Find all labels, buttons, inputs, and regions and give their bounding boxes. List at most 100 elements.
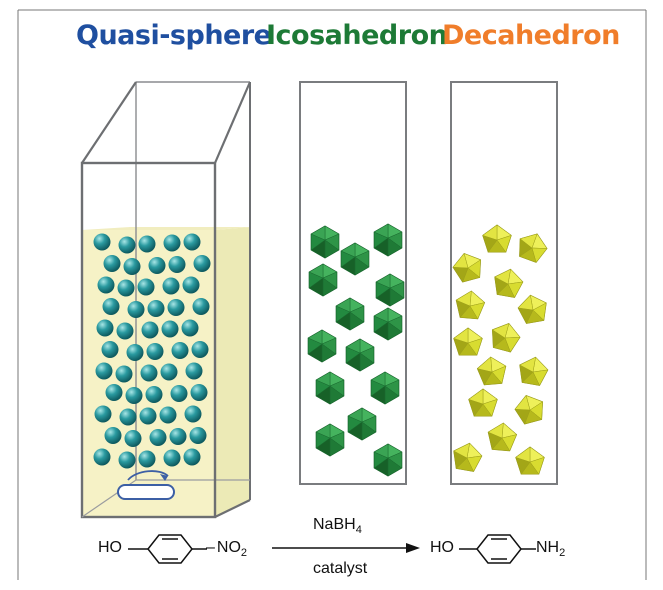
sphere-particle: [127, 301, 145, 318]
sphere-particle: [168, 256, 186, 273]
icosahedron-particles: [307, 223, 405, 477]
sphere-particle: [97, 276, 115, 294]
decahedron-particle: [487, 422, 518, 452]
sphere-particle: [103, 255, 121, 272]
icosahedron-particle: [375, 273, 405, 307]
icosahedron-particle: [345, 338, 375, 372]
sphere-particle: [115, 365, 133, 383]
decahedron-particle: [455, 290, 486, 320]
decahedron-particle: [491, 322, 521, 353]
sphere-particle: [96, 319, 114, 337]
icosahedron-particle: [308, 263, 338, 297]
sphere-particle: [146, 343, 164, 360]
sphere-particle: [193, 255, 211, 272]
sphere-particle: [160, 363, 178, 381]
sphere-particle: [139, 407, 157, 425]
sphere-particle: [163, 234, 181, 252]
decahedron-particle: [519, 233, 548, 263]
sphere-particle: [138, 450, 156, 468]
decahedron-particle: [494, 268, 524, 299]
sphere-particle: [167, 299, 185, 316]
reagent-subscript: 4: [355, 524, 362, 537]
sphere-particle: [94, 405, 112, 423]
title-quasi-sphere: Quasi-sphere: [76, 20, 272, 51]
icosahedron-particle: [370, 371, 400, 405]
title-decahedron: Decahedron: [442, 20, 620, 51]
sphere-particle: [125, 387, 143, 404]
decahedron-particles: [452, 224, 549, 475]
stir-bar: [117, 484, 175, 500]
sphere-particle: [137, 278, 155, 296]
sphere-particle: [161, 320, 179, 338]
sphere-particle: [162, 277, 180, 295]
sphere-particle: [105, 384, 123, 401]
sphere-particle: [95, 362, 113, 380]
stir-arrow: [127, 470, 169, 481]
solution-top: [82, 227, 250, 230]
amine-subscript: 2: [559, 547, 566, 560]
sphere-particle: [182, 276, 200, 294]
sphere-particle: [169, 428, 187, 445]
reagent-text: NaBH: [313, 516, 356, 533]
sphere-particles: [93, 233, 211, 469]
cuvette-icosahedron: [299, 81, 407, 485]
icosahedron-particle: [373, 443, 403, 477]
icosahedron-particle: [373, 223, 403, 257]
benzene-ring-product: [459, 534, 536, 564]
sphere-particle: [148, 257, 166, 274]
icosahedron-particle: [315, 423, 345, 457]
title-icosahedron: Icosahedron: [266, 20, 448, 51]
product-amine-label: NH2: [536, 539, 565, 559]
decahedron-particle: [514, 394, 544, 425]
icosahedron-particle: [310, 225, 340, 259]
sphere-particle: [147, 300, 165, 317]
nitro-subscript: 2: [240, 547, 248, 560]
sphere-particle: [126, 344, 144, 361]
product-hydroxyl-label: HO: [430, 539, 454, 556]
reagent-label: NaBH4: [313, 516, 362, 536]
sphere-particle: [159, 406, 177, 424]
icosahedron-particle: [347, 407, 377, 441]
sphere-particle: [171, 342, 189, 359]
sphere-particle: [191, 341, 209, 358]
reaction-scheme: [128, 534, 536, 564]
sphere-particle: [184, 405, 202, 423]
sphere-particle: [185, 362, 203, 380]
sphere-particle: [189, 427, 207, 444]
decahedron-particle: [476, 356, 507, 386]
decahedron-particle: [482, 224, 512, 253]
icosahedron-particle: [340, 242, 370, 276]
sphere-particle: [145, 386, 163, 403]
sphere-particle: [118, 236, 136, 254]
reactant-hydroxyl-label: HO: [98, 539, 122, 556]
reactant-nitro-label: –NO2: [206, 539, 248, 560]
decahedron-particle: [452, 252, 482, 283]
sphere-particle: [104, 427, 122, 444]
sphere-particle: [93, 448, 111, 466]
icosahedron-particle: [307, 329, 337, 363]
decahedron-particle: [515, 446, 545, 475]
icosahedron-particle: [335, 297, 365, 331]
sphere-particle: [101, 341, 119, 358]
sphere-particle: [192, 298, 210, 315]
decahedron-particle: [517, 294, 547, 325]
sphere-particle: [149, 429, 167, 446]
sphere-particle: [170, 385, 188, 402]
cuvette-quasi-sphere: [80, 81, 252, 519]
icosahedron-particle: [373, 307, 403, 341]
sphere-particle: [181, 319, 199, 337]
decahedron-particle: [453, 442, 483, 473]
sphere-particle: [140, 364, 158, 382]
amine-text: NH: [536, 539, 560, 556]
sphere-particle: [93, 233, 111, 251]
sphere-particle: [190, 384, 208, 401]
sphere-particle: [123, 258, 141, 275]
sphere-particle: [116, 322, 134, 340]
nitro-text: NO: [216, 539, 241, 556]
solution-right-side: [215, 227, 250, 517]
sphere-particle: [138, 235, 156, 253]
sphere-particle: [118, 451, 136, 469]
sphere-particle: [163, 449, 181, 467]
sphere-particle: [117, 279, 135, 297]
